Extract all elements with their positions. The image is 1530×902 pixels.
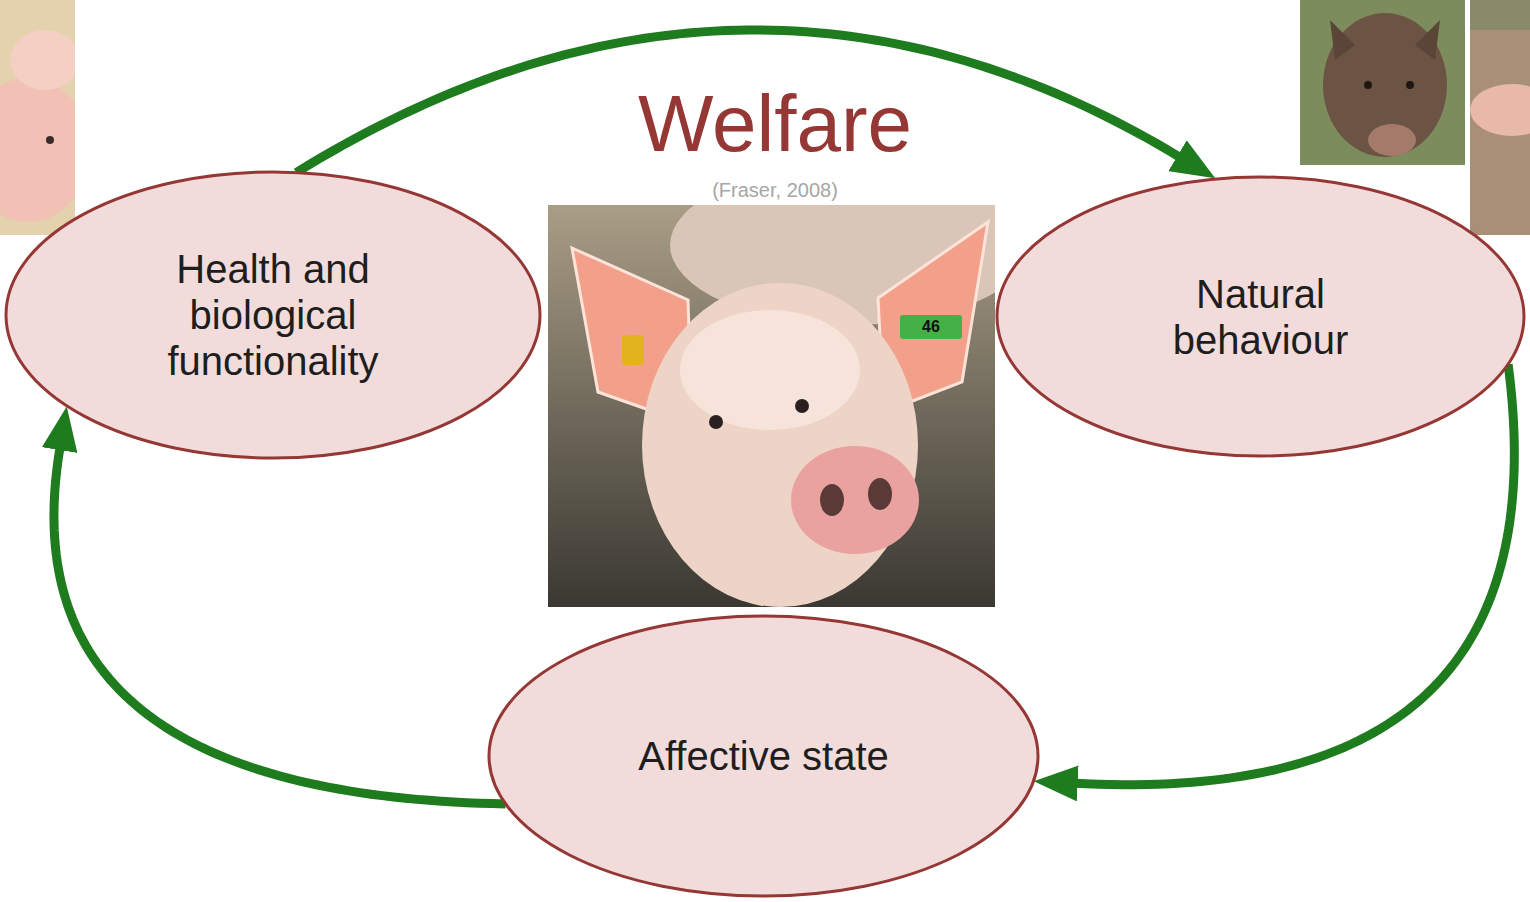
wild-boar-photo-part [1300,0,1465,165]
citation: (Fraser, 2008) [712,178,838,202]
pig-photo-part [680,310,860,430]
pig-photo-part [868,478,892,510]
wild-boar-photo-part [1368,124,1416,156]
pigs-outdoor-photo-part [1470,0,1530,30]
wild-boar-photo-part [1406,81,1414,89]
ellipse-outline [995,175,1526,458]
pigs-outdoor-photo-part [1470,84,1530,136]
wild-boar-photo-part [1415,20,1440,60]
cycle-arrow [54,448,506,804]
pig-photo-part [791,446,919,554]
node-label: Natural behaviour [1111,271,1411,363]
piglet-photo-part [10,30,75,90]
ellipse-outline [997,177,1524,456]
pig-photo-part [795,399,809,413]
node-label: Health and biological functionality [133,246,413,384]
pig-photo-part [820,484,844,516]
wild-boar-photo-part [1330,20,1355,60]
diagram-title: Welfare [638,84,912,164]
piglet-photo-part [46,136,54,144]
piglet-photo [0,0,75,235]
welfare-component-ellipse: Affective state [487,614,1040,898]
wild-boar-photo-part [1364,81,1372,89]
pig-photo-part [642,283,918,607]
pig-photo-part [709,415,723,429]
wild-boar-photo [1300,0,1465,165]
ellipse-outline [6,172,540,458]
pigs-outdoor-photo [1470,0,1530,235]
pig-photo [548,205,995,607]
welfare-component-ellipse: Health and biological functionality [4,170,542,460]
wild-boar-photo-part [1323,13,1447,157]
pig-photo-part [900,315,962,339]
ellipse-outline [489,616,1038,896]
welfare-component-ellipse: Natural behaviour [995,175,1526,458]
ear-tag-number: 46 [900,315,962,339]
node-label: Affective state [638,733,889,779]
piglet-photo-part [0,78,75,222]
cycle-arrow [296,30,1179,173]
pig-photo-part [622,335,644,365]
